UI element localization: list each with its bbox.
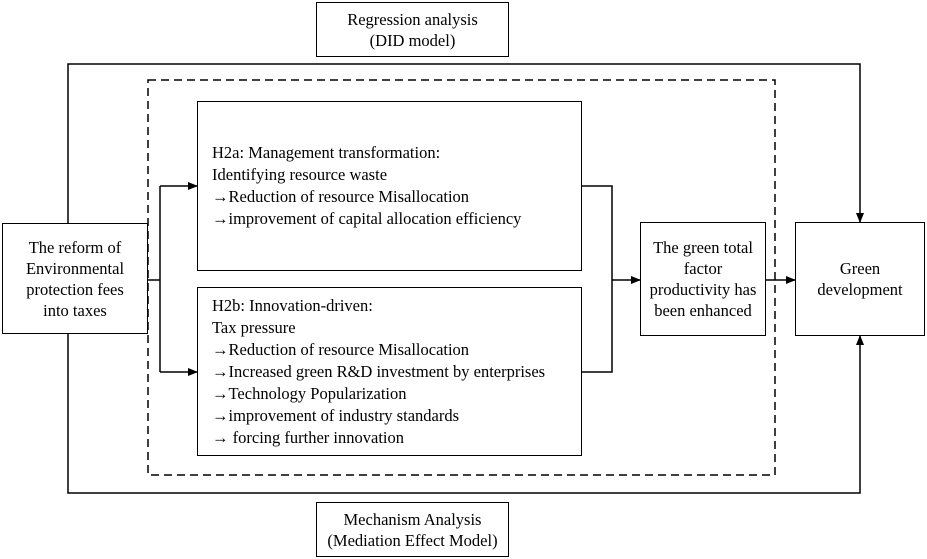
mechanism-dashed-frame	[147, 79, 776, 476]
mechanism-path	[67, 334, 864, 494]
h2b-box: H2b: Innovation-driven: Tax pressure →Re…	[197, 287, 582, 456]
regression-path	[67, 63, 864, 223]
green-tfp-line: The green total	[653, 238, 753, 257]
h2a-box: H2a: Management transformation: Identify…	[197, 101, 582, 271]
green-tfp-line: been enhanced	[654, 301, 752, 320]
h2b-item: → forcing further innovation	[212, 427, 404, 447]
green-tfp-line: productivity has	[649, 280, 757, 299]
mechanism-label-line2: (Mediation Effect Model)	[327, 530, 498, 550]
reform-line: into taxes	[43, 300, 107, 320]
h2b-item: →improvement of industry standards	[212, 405, 460, 425]
mechanism-analysis-box: Mechanism Analysis (Mediation Effect Mod…	[316, 502, 509, 557]
mechanism-label-line1: Mechanism Analysis	[343, 509, 482, 529]
h2a-item: →Reduction of resource Misallocation	[212, 187, 470, 206]
h2a-merge-connector	[582, 185, 613, 373]
h2b-item: Tax pressure	[212, 317, 296, 337]
green-tfp-box: The green total factor productivity has …	[640, 222, 766, 336]
regression-analysis-box: Regression analysis (DID model)	[316, 2, 509, 57]
green-tfp-line: factor	[683, 259, 723, 278]
reform-box: The reform of Environmental protection f…	[2, 223, 148, 334]
regression-label-line1: Regression analysis	[347, 9, 478, 29]
regression-label-line2: (DID model)	[369, 30, 456, 50]
reform-line: The reform of	[28, 237, 122, 257]
h2b-item: →Increased green R&D investment by enter…	[212, 361, 546, 381]
h2b-title: H2b: Innovation-driven:	[212, 295, 373, 315]
h2a-title: H2a: Management transformation:	[212, 143, 441, 162]
h2b-item: →Technology Popularization	[212, 383, 407, 403]
h2a-item: →improvement of capital allocation effic…	[212, 209, 522, 228]
h2b-item: →Reduction of resource Misallocation	[212, 339, 470, 359]
green-development-box: Green development	[795, 222, 925, 336]
green-development-line: Green	[839, 259, 881, 278]
h2a-item: Identifying resource waste	[212, 165, 388, 184]
reform-line: Environmental	[25, 258, 125, 278]
reform-line: protection fees	[26, 279, 124, 299]
green-development-line: development	[817, 280, 903, 299]
